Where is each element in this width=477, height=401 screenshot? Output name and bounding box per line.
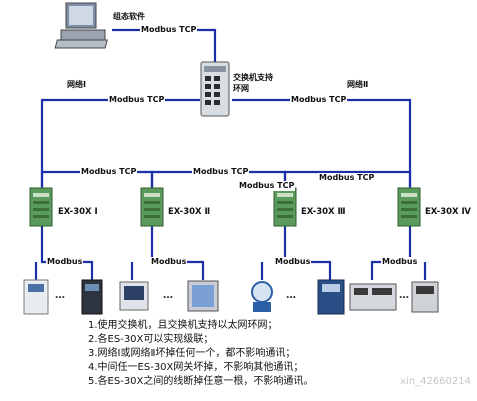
ellipsis-3: … (286, 290, 296, 301)
protocol-left-label: Modbus TCP (108, 95, 166, 105)
note-1: 1.使用交换机，且交换机支持以太网环网； (88, 320, 278, 331)
net1-label: 网络Ⅰ (67, 80, 86, 89)
device-inverter-icon-1 (23, 279, 49, 315)
pc-label: 组态软件 (113, 12, 145, 21)
network-lines (34, 28, 427, 280)
device-panel-icon (187, 280, 219, 312)
note-3: 3.网络Ⅰ或网络Ⅱ坏掉任何一个，都不影响通讯； (88, 348, 296, 359)
protocol-right-label: Modbus TCP (290, 95, 348, 105)
switch-label: 交换机支持环网 (233, 73, 273, 93)
note-5: 5.各ES-30X之间的线断掉任意一根，不影响通讯。 (88, 376, 314, 387)
gateway-icon-1 (29, 187, 53, 227)
device-flowmeter-icon (251, 281, 273, 312)
ellipsis-4: … (399, 290, 409, 301)
device-controller-icon-2 (411, 281, 439, 313)
ring-protocol-label-1: Modbus TCP (80, 167, 138, 177)
ring-protocol-label-4: Modbus TCP (238, 181, 296, 191)
modbus-label-4: Modbus (381, 257, 419, 267)
protocol-top-label: Modbus TCP (140, 25, 198, 35)
drop-3 (283, 226, 332, 280)
drop-2 (150, 226, 205, 280)
gateway-label-3: EX-30X Ⅲ (301, 207, 346, 217)
gateway-icon-4 (397, 187, 421, 227)
gateway-icon-3 (273, 187, 297, 227)
gateway-label-1: EX-30X Ⅰ (58, 207, 98, 217)
gateway-label-4: EX-30X Ⅳ (425, 207, 471, 217)
net2-label: 网络Ⅱ (347, 80, 369, 89)
ring-protocol-label-3: Modbus TCP (318, 173, 376, 183)
device-meter-icon-1 (119, 281, 149, 311)
ellipsis-2: … (163, 290, 173, 301)
ellipsis-1: … (55, 290, 65, 301)
modbus-label-1: Modbus (46, 257, 84, 267)
modbus-label-3: Modbus (274, 257, 312, 267)
device-inverter-icon-2 (81, 279, 103, 315)
drop-4 (370, 226, 412, 280)
modbus-label-2: Modbus (150, 257, 188, 267)
device-drive-icon (317, 279, 345, 315)
switch-icon (200, 61, 230, 117)
watermark: xin_42660214 (400, 376, 471, 387)
device-controller-icon-1 (349, 283, 397, 311)
gateway-icon-2 (140, 187, 164, 227)
gateway-label-2: EX-30X Ⅱ (168, 207, 211, 217)
pc-icon (54, 2, 108, 49)
note-2: 2.各ES-30X可以实现级联； (88, 334, 214, 345)
drop-1 (40, 226, 94, 280)
note-4: 4.中间任一ES-30X网关坏掉，不影响其他通讯； (88, 362, 304, 373)
ring-protocol-label-2: Modbus TCP (192, 167, 250, 177)
